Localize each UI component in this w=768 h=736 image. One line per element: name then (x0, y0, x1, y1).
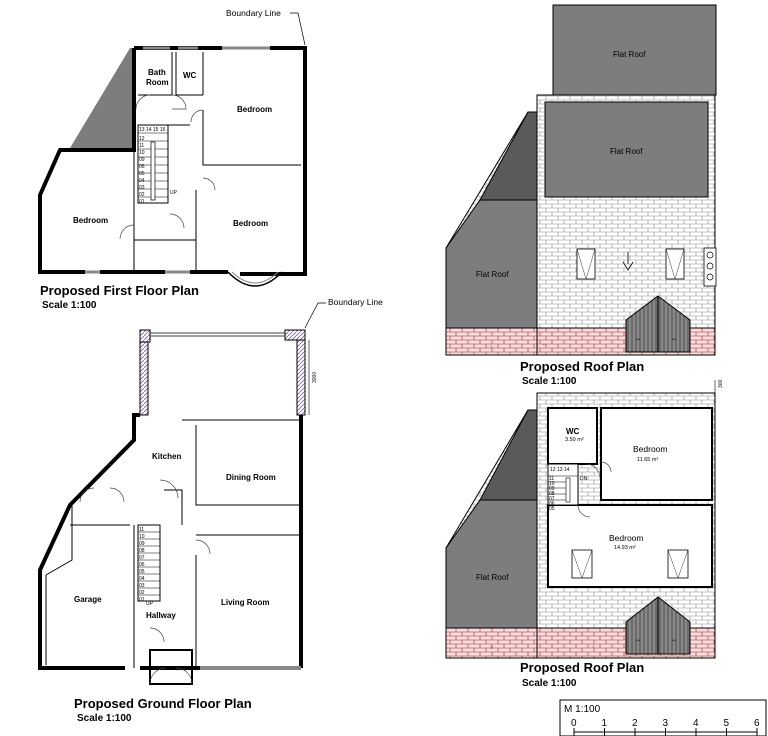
stair-step-number: 06 (549, 501, 555, 507)
roof-wedge (70, 48, 134, 148)
scale-bar: M 1:100 0 1 2 3 4 5 6 (559, 699, 767, 736)
room-living-label: Living Room (221, 598, 269, 607)
flat-roof-bottom-label: Flat Roof (476, 573, 509, 582)
boundary-label-ground: Boundary Line (328, 297, 383, 307)
boundary-label-first: Boundary Line (226, 8, 281, 18)
flat-roof-left-label: Flat Roof (476, 270, 509, 279)
svg-text:⇦: ⇦ (636, 337, 640, 343)
roof-plan-top-title: Proposed Roof Plan (520, 359, 644, 374)
svg-text:⇦: ⇦ (636, 638, 640, 644)
flat-roof-left (445, 199, 538, 329)
room-hallway-label: Hallway (146, 611, 176, 620)
stair-step-number: 07 (139, 555, 145, 561)
roof-plan-bottom: ↕ ↕ ⇦ ⇨ 300 WC 3.50 m² Bedroom 11.65 m² … (445, 379, 724, 689)
svg-text:↕: ↕ (490, 344, 493, 350)
room-bedroom-right-label: Bedroom (233, 219, 268, 228)
stair-top-numbers-roof: 12 13 14 (550, 467, 570, 473)
stair-step-number: 06 (139, 562, 145, 568)
stair-up-label: UP (170, 190, 178, 196)
stair-step-number: 02 (139, 192, 145, 198)
scale-tick-label: 3 (663, 718, 669, 729)
dimension-300: 300 (718, 379, 724, 388)
flat-roof-top (552, 4, 717, 96)
dimension-3000: 3000 (312, 372, 318, 383)
stair-step-number: 05 (139, 569, 145, 575)
scale-tick-label: 2 (632, 718, 638, 729)
scale-tick-label: 0 (571, 718, 577, 729)
stair-step-number: 03 (139, 185, 145, 191)
stair-step-number: 08 (549, 491, 555, 497)
stair-step-number: 02 (139, 590, 145, 596)
roof-plan-top-scale: Scale 1:100 (522, 376, 577, 387)
stair-step-number: 11 (549, 476, 554, 482)
roof-plan-bottom-title: Proposed Roof Plan (520, 660, 644, 675)
flat-roof-mid-label: Flat Roof (610, 147, 643, 156)
stair-step-number: 01 (139, 597, 145, 603)
stair-step-number: 06 (139, 164, 145, 170)
svg-text:⇨: ⇨ (672, 337, 676, 343)
scale-tick-label: 6 (754, 718, 760, 729)
room-bath-label-2: Room (146, 78, 169, 87)
stair-step-number: 04 (139, 576, 145, 582)
scale-tick-label: 1 (602, 718, 608, 729)
flat-roof-top-label: Flat Roof (613, 50, 646, 59)
stair-step-number: 09 (549, 486, 555, 492)
first-floor-scale: Scale 1:100 (42, 300, 97, 311)
stair-step-number: 09 (139, 541, 145, 547)
room-garage-label: Garage (74, 595, 102, 604)
stair-step-number: 07 (549, 496, 555, 502)
svg-text:⇨: ⇨ (672, 638, 676, 644)
room-wc-label: WC (183, 71, 197, 80)
scale-tick-label: 5 (724, 718, 730, 729)
first-floor-title: Proposed First Floor Plan (40, 283, 199, 298)
room-bedroom-top-label: Bedroom (237, 105, 272, 114)
svg-text:↕: ↕ (592, 644, 595, 650)
stair-top-numbers: 13 14 15 16 (139, 127, 166, 133)
stair-step-number: 11 (139, 527, 144, 533)
flat-roof-left-bottom (445, 499, 538, 629)
stair-step-number: 11 (139, 143, 144, 149)
room-bedroom-roof-2-area: 14.93 m² (614, 545, 636, 551)
room-bedroom-roof-2-label: Bedroom (609, 533, 644, 543)
roof-plan-top: ↕ ↔ ⇦ ⇨ Flat Roof Flat Roof Flat Roof Pr… (445, 4, 717, 387)
room-dining-label: Dining Room (226, 473, 276, 482)
ground-floor-title: Proposed Ground Floor Plan (74, 696, 252, 711)
stair-step-number: 01 (139, 199, 145, 205)
stair-step-number: 09 (139, 157, 145, 163)
stair-step-number: 05 (549, 506, 555, 512)
stair-step-number: 10 (549, 481, 555, 487)
svg-text:↕: ↕ (490, 645, 493, 651)
stair-step-number: 12 (139, 136, 145, 142)
room-bedroom-left-label: Bedroom (73, 216, 108, 225)
ground-floor-scale: Scale 1:100 (77, 713, 132, 724)
stair-step-number: 10 (139, 150, 145, 156)
room-bedroom-roof-1-area: 11.65 m² (637, 457, 658, 463)
scale-bar-label: M 1:100 (564, 704, 601, 715)
stair-step-number: 03 (139, 583, 145, 589)
stair-step-number: 04 (139, 178, 145, 184)
stair-dn-label: DN (580, 476, 588, 482)
svg-text:↔: ↔ (542, 341, 547, 347)
stair-step-number: 05 (139, 171, 145, 177)
roof-plan-bottom-scale: Scale 1:100 (522, 678, 577, 689)
room-bedroom-roof-1-label: Bedroom (633, 444, 668, 454)
stair-step-number: 08 (139, 548, 145, 554)
stair-up-label-ground: UP (146, 601, 154, 607)
room-wc-area: 3.50 m² (565, 437, 584, 443)
stair-step-number: 10 (139, 534, 145, 540)
room-kitchen-label: Kitchen (152, 452, 181, 461)
room-wc-roof-label: WC (566, 427, 580, 436)
flat-roof-mid (544, 101, 709, 198)
scale-tick-label: 4 (693, 718, 699, 729)
room-bath-label: Bath (148, 68, 166, 77)
